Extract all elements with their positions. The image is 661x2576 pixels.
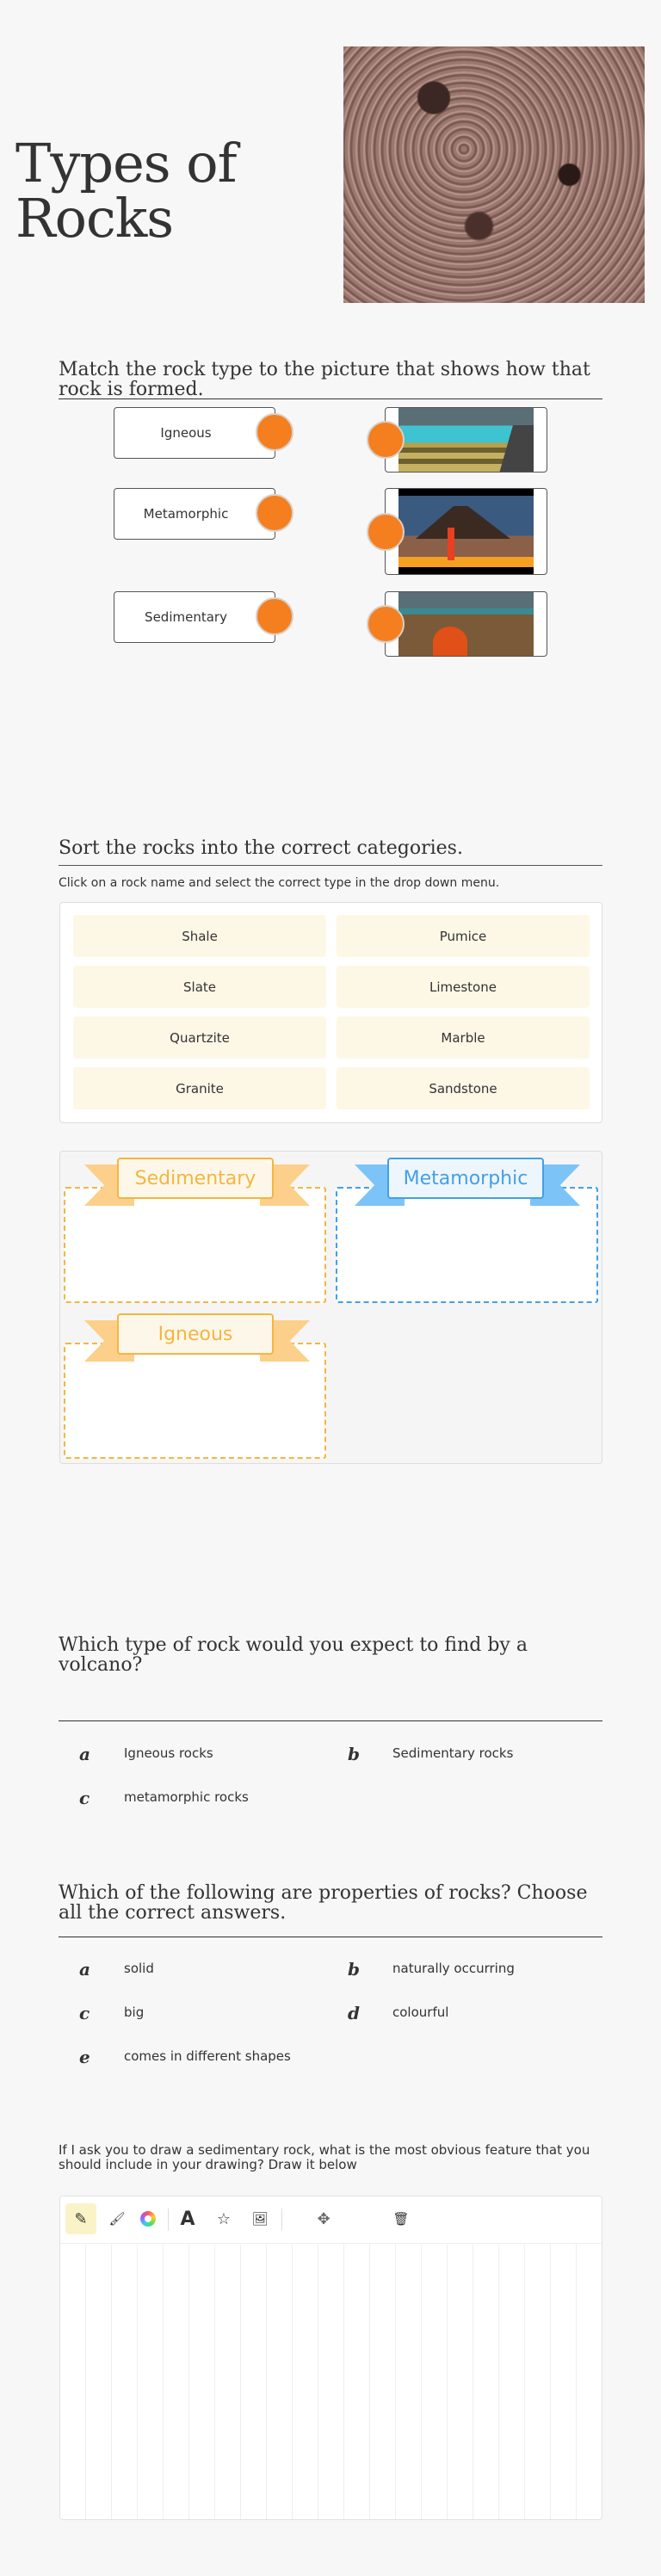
pencil-icon[interactable]: ✎ <box>65 2203 96 2234</box>
rock-chip-marble[interactable]: Marble <box>337 1016 590 1059</box>
match-label: Sedimentary <box>145 609 227 625</box>
connector-dot[interactable] <box>256 413 293 451</box>
move-icon[interactable]: ✥ <box>317 2209 330 2228</box>
rock-chip-pumice[interactable]: Pumice <box>337 915 590 957</box>
match-label: Metamorphic <box>143 506 229 522</box>
rock-chip-sandstone[interactable]: Sandstone <box>337 1067 590 1109</box>
color-wheel-icon[interactable] <box>133 2203 164 2234</box>
option-letter: c <box>79 2003 90 2023</box>
category-label: Igneous <box>117 1313 274 1355</box>
match-image-sea-layers[interactable] <box>385 407 547 473</box>
divider <box>59 865 602 866</box>
toolbar-divider <box>281 2208 282 2231</box>
match-image-pressure-heat[interactable] <box>385 591 547 657</box>
divider <box>59 1720 602 1721</box>
connector-dot[interactable] <box>367 421 405 459</box>
connector-dot[interactable] <box>256 494 293 532</box>
option-letter: b <box>348 1744 360 1764</box>
category-banner-sedimentary: Sedimentary <box>84 1158 310 1206</box>
star-icon[interactable]: ☆ <box>216 2209 232 2228</box>
rock-chip-list: Shale Pumice Slate Limestone Quartzite M… <box>59 902 602 1123</box>
toolbar-divider <box>168 2208 169 2231</box>
brush-icon[interactable]: 🖌 <box>108 2211 126 2227</box>
category-label: Sedimentary <box>117 1158 274 1199</box>
q1-heading: Which type of rock would you expect to f… <box>59 1634 528 1676</box>
rock-chip-shale[interactable]: Shale <box>73 915 326 957</box>
rock-chip-limestone[interactable]: Limestone <box>337 966 590 1008</box>
category-banner-metamorphic: Metamorphic <box>355 1158 580 1206</box>
option-letter: c <box>79 1788 90 1808</box>
option-letter: b <box>348 1959 360 1980</box>
sort-heading: Sort the rocks into the correct categori… <box>59 837 463 859</box>
drawing-board: ✎ 🖌 A ☆ 🖼 ✥ 🗑 <box>59 2196 602 2520</box>
match-item-igneous[interactable]: Igneous <box>114 407 275 459</box>
category-label: Metamorphic <box>387 1158 544 1199</box>
match-item-sedimentary[interactable]: Sedimentary <box>114 591 275 643</box>
option-text: Igneous rocks <box>124 1745 213 1761</box>
drop-zone-metamorphic[interactable] <box>336 1187 598 1303</box>
option-text: naturally occurring <box>392 1961 515 1976</box>
category-panel: Sedimentary Metamorphic Igneous <box>59 1151 602 1464</box>
drawing-canvas[interactable] <box>60 2245 602 2519</box>
connector-dot[interactable] <box>367 605 405 643</box>
option-text: Sedimentary rocks <box>392 1745 514 1761</box>
option-text: colourful <box>392 2005 449 2020</box>
connector-dot[interactable] <box>256 597 293 635</box>
q2-heading: Which of the following are properties of… <box>59 1882 588 1924</box>
match-label: Igneous <box>160 425 212 441</box>
image-icon[interactable]: 🖼 <box>251 2211 269 2227</box>
match-heading: Match the rock type to the picture that … <box>59 359 590 400</box>
sort-instruction: Click on a rock name and select the corr… <box>59 876 500 890</box>
drawing-toolbar: ✎ 🖌 A ☆ 🖼 ✥ 🗑 <box>60 2196 602 2244</box>
trash-icon[interactable]: 🗑 <box>392 2211 410 2227</box>
match-item-metamorphic[interactable]: Metamorphic <box>114 488 275 540</box>
rock-photo <box>343 46 645 303</box>
divider <box>59 398 602 399</box>
rock-chip-slate[interactable]: Slate <box>73 966 326 1008</box>
option-letter: e <box>79 2047 90 2067</box>
page-title: Types of Rocks <box>15 132 238 250</box>
connector-dot[interactable] <box>367 513 405 551</box>
category-banner-igneous: Igneous <box>84 1313 310 1362</box>
rock-chip-quartzite[interactable]: Quartzite <box>73 1016 326 1059</box>
option-text: big <box>124 2005 145 2020</box>
drop-zone-igneous[interactable] <box>64 1343 326 1459</box>
option-letter: d <box>348 2003 360 2023</box>
text-icon[interactable]: A <box>180 2208 195 2230</box>
match-image-volcano[interactable] <box>385 488 547 575</box>
option-text: metamorphic rocks <box>124 1789 249 1805</box>
option-letter: a <box>79 1959 90 1980</box>
option-letter: a <box>79 1744 90 1764</box>
option-text: solid <box>124 1961 154 1976</box>
rock-chip-granite[interactable]: Granite <box>73 1067 326 1109</box>
draw-prompt: If I ask you to draw a sedimentary rock,… <box>59 2142 590 2172</box>
option-text: comes in different shapes <box>124 2048 291 2064</box>
